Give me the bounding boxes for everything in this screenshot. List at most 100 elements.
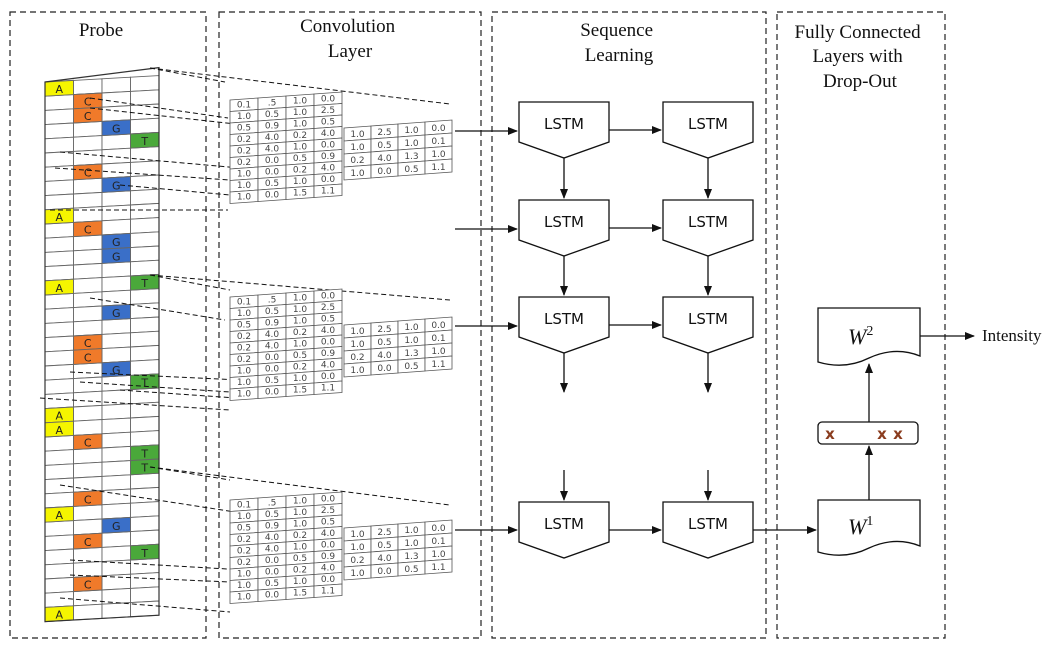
probe-base-cell <box>101 247 131 264</box>
dropout-x-marker: x <box>893 425 903 443</box>
feature-map-value: 1.0 <box>237 593 252 603</box>
dashed-connector <box>59 484 236 513</box>
probe-base-label: C <box>84 167 92 180</box>
sequence-title: Sequence Learning <box>580 20 658 66</box>
feature-map-value: 0.1 <box>237 298 251 308</box>
fully-connected-title: Fully Connected Layers with Drop-Out <box>795 22 926 92</box>
feature-map-value: 0.0 <box>265 168 280 178</box>
feature-map-value: 0.9 <box>265 522 280 532</box>
probe-cell <box>101 587 131 605</box>
lstm-cell: LSTM <box>518 199 610 257</box>
feature-map-cell <box>424 158 453 175</box>
feature-map-value: 4.0 <box>377 554 392 564</box>
probe-cell <box>130 486 160 504</box>
feature-map-value: 0.1 <box>431 334 445 344</box>
probe-cell <box>101 190 131 208</box>
probe-cell <box>130 245 160 263</box>
probe-base-label: C <box>84 493 92 506</box>
feature-map-value: 0.2 <box>237 344 251 354</box>
feature-map-value: 1.1 <box>431 563 445 573</box>
probe-base-label: A <box>55 509 63 522</box>
probe-cell <box>101 602 131 619</box>
probe-cell <box>101 417 131 435</box>
lstm-shape <box>662 501 754 559</box>
feature-map-value: 4.0 <box>321 164 336 174</box>
probe-cell <box>73 234 103 252</box>
probe-cell <box>73 603 103 621</box>
feature-map-value: 0.0 <box>265 591 280 601</box>
lstm-cell: LSTM <box>662 199 754 257</box>
probe-cell <box>73 362 103 380</box>
probe-cell <box>130 316 160 334</box>
feature-map-value: 1.3 <box>404 152 418 162</box>
feature-map-cell <box>313 380 343 395</box>
probe-cell <box>73 319 103 337</box>
lstm-label: LSTM <box>688 213 728 231</box>
probe-base-label: G <box>112 236 121 249</box>
probe-cell <box>73 277 103 294</box>
probe-cell <box>101 76 131 94</box>
feature-map-value: 1.0 <box>431 150 446 160</box>
feature-map-value: 1.0 <box>293 317 308 327</box>
dashed-connector <box>149 466 451 506</box>
feature-map-value: 4.0 <box>377 154 392 164</box>
feature-map-value: 0.5 <box>265 510 279 520</box>
dashed-connector <box>89 297 226 321</box>
feature-map-value: 1.5 <box>293 589 307 599</box>
feature-map-value: 0.2 <box>237 135 251 145</box>
probe-cell <box>44 236 74 253</box>
feature-map-value: 0.0 <box>431 124 446 134</box>
probe-base-label: C <box>84 224 92 237</box>
lstm-label: LSTM <box>544 310 584 328</box>
feature-map-cell <box>424 355 453 372</box>
probe-base-label: T <box>140 377 148 390</box>
probe-cell <box>101 445 131 463</box>
feature-map-value: 1.0 <box>431 550 446 560</box>
feature-map-value: 1.0 <box>350 569 365 579</box>
lstm-label: LSTM <box>544 115 584 133</box>
feature-map-value: 0.5 <box>377 141 391 151</box>
lstm-label: LSTM <box>544 213 584 231</box>
probe-cell <box>101 261 131 279</box>
feature-map-value: 1.0 <box>237 367 252 377</box>
feature-map-value: 1.0 <box>293 97 308 107</box>
weight-matrix-w1 <box>817 499 921 556</box>
dashed-connector <box>119 389 237 399</box>
probe-cell <box>101 318 131 335</box>
probe-base-label: C <box>84 110 92 123</box>
probe-cell <box>44 321 74 339</box>
feature-map-value: 0.0 <box>265 191 280 201</box>
convolution-title: Convolution Layer <box>300 16 400 62</box>
feature-map-value: 0.5 <box>265 307 279 317</box>
lstm-cell: LSTM <box>518 296 610 354</box>
probe-cell <box>130 188 160 206</box>
feature-map-value: 0.0 <box>321 495 336 505</box>
dashed-connector <box>59 597 231 613</box>
dashed-connector <box>149 274 231 291</box>
dashed-connector <box>69 574 231 583</box>
dashed-connector <box>69 371 241 381</box>
feature-map-value: 2.5 <box>321 106 335 116</box>
probe-cell <box>130 344 160 362</box>
feature-map-value: 0.2 <box>293 531 307 541</box>
feature-map-value: 1.1 <box>321 384 335 394</box>
probe-base-label: C <box>84 579 92 592</box>
probe-base-label: G <box>112 250 121 263</box>
feature-map-value: 0.0 <box>265 365 280 375</box>
probe-base-label: G <box>112 179 121 192</box>
probe-cell <box>44 335 74 353</box>
feature-map-value: 0.5 <box>265 376 279 386</box>
lstm-label: LSTM <box>688 310 728 328</box>
feature-map-value: 1.0 <box>237 570 252 580</box>
probe-cell <box>44 434 74 452</box>
dashed-connector <box>149 67 226 83</box>
probe-cell <box>130 387 160 405</box>
feature-map-value: 0.2 <box>237 558 251 568</box>
probe-cell <box>101 346 131 364</box>
probe-cell <box>44 221 74 239</box>
feature-map-value: 0.1 <box>237 501 251 511</box>
probe-cell <box>44 363 74 381</box>
